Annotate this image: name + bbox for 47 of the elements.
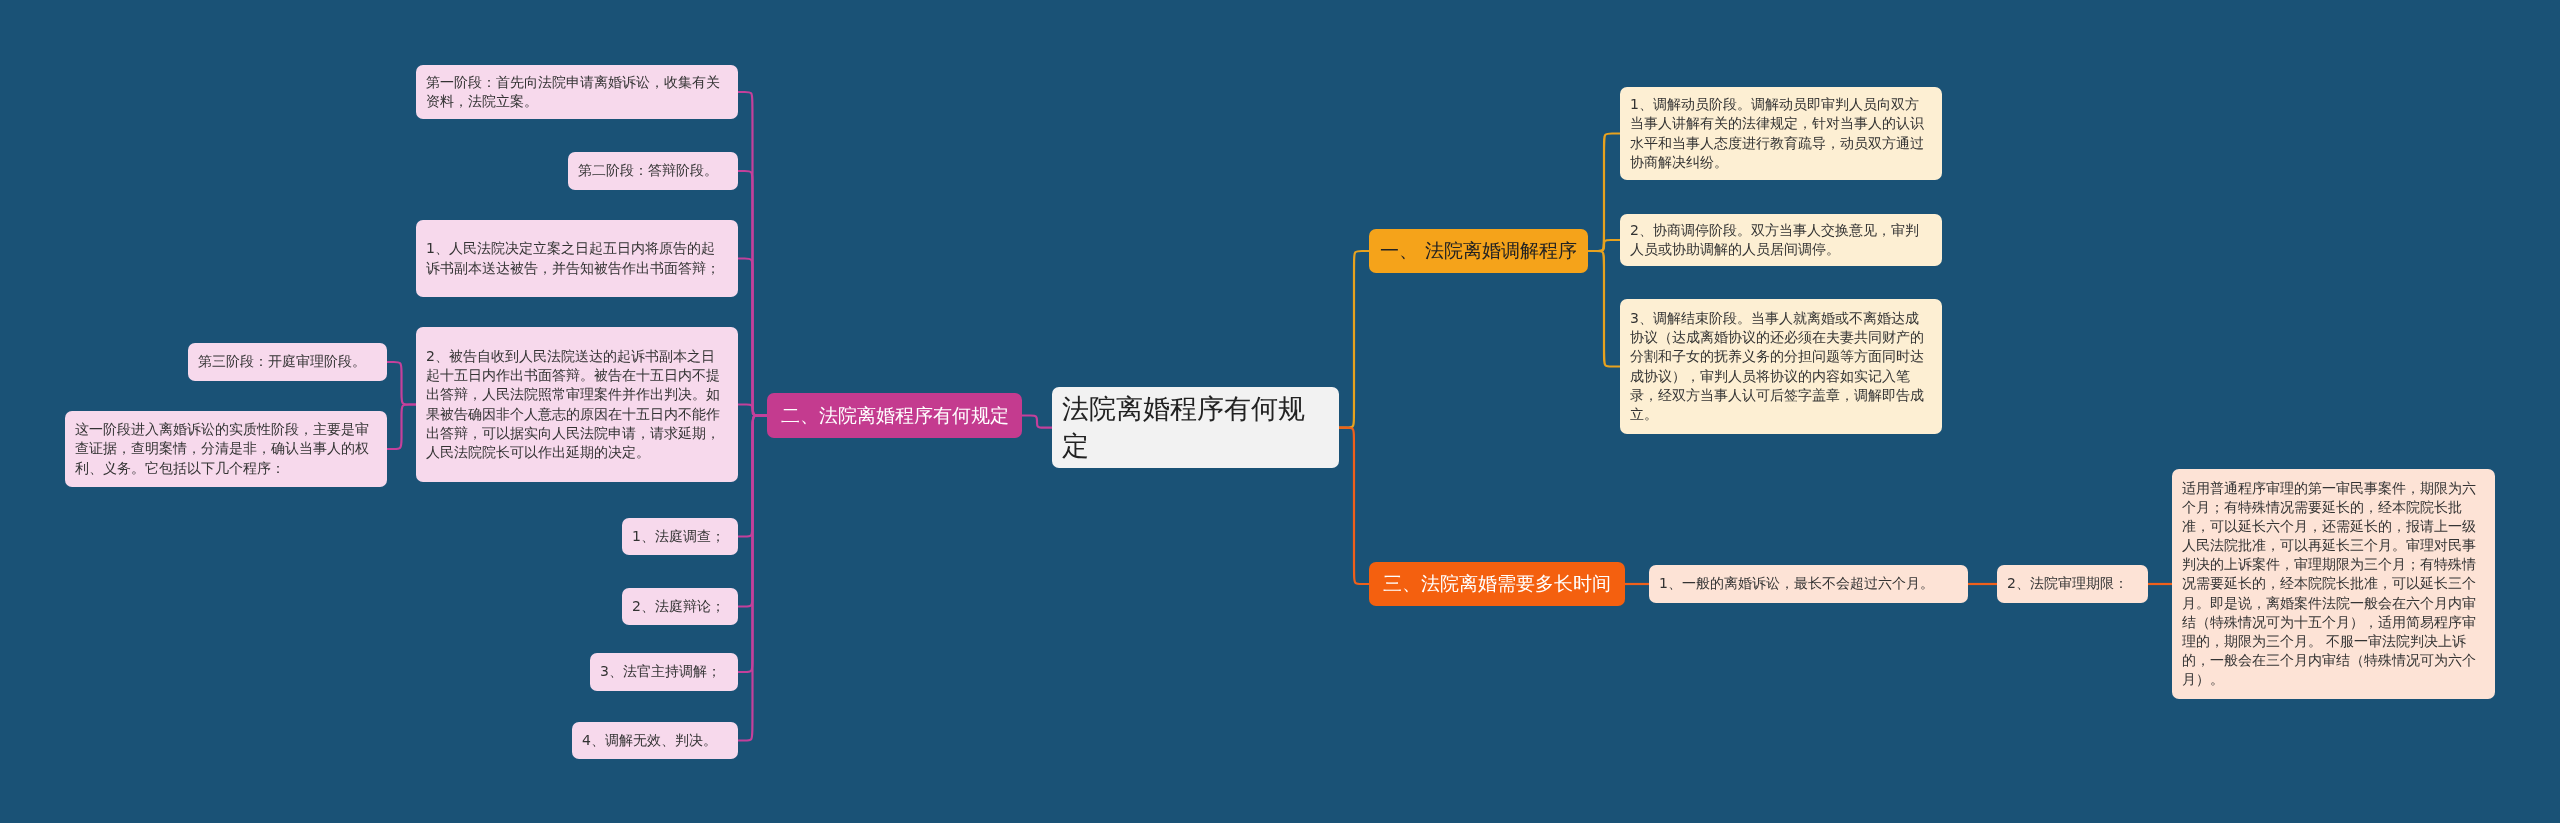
central-topic [1052, 387, 1339, 469]
topic-text: 1、人民法院决定立案之日起五日内将原告的起诉书副本送达被告，并告知被告作出书面答辩； [426, 239, 721, 278]
branch-topic [1369, 562, 1625, 606]
subtopic-card [188, 343, 387, 381]
topic-text: 第二阶段：答辩阶段。 [578, 161, 718, 181]
connector-line [2148, 582, 2172, 586]
topic-text: 适用普通程序审理的第一审民事案件，期限为六个月；有特殊情况需要延长的，经本院院长批准，可以延长六个月，还需延长的，报请上一级人民法院批准，可以再延长三个月。审理对民事判决的上诉案件，审理期限为三个月；有特殊情况需要延长的，经本院院长批准，可以延长三个月。即是说，离婚案件法院一般会在六个月内审结（特殊情况可为十五个月），适用简易程序审理的，期限为三个月。 不服一审法院判决上诉的，一般会在三个月内审结（特殊情况可为六个月）。 [2182, 479, 2477, 689]
topic-text: 1、一般的离婚诉讼，最长不会超过六个月。 [1659, 574, 1934, 594]
connector-line [386, 403, 417, 451]
subtopic-card [622, 588, 738, 625]
topic-text: 2、法庭辩论； [632, 597, 725, 616]
subtopic-card [1620, 299, 1942, 434]
connector-line [1588, 249, 1620, 368]
subtopic-card [1997, 565, 2148, 603]
topic-text: 这一阶段进入离婚诉讼的实质性阶段，主要是审查证据，查明案情，分清是非，确认当事人的权利、义务。它包括以下几个程序： [75, 420, 370, 478]
topic-text: 4、调解无效、判决。 [582, 731, 717, 750]
subtopic-card [416, 327, 738, 482]
subtopic-card [572, 722, 738, 759]
connector-line [1339, 426, 1369, 586]
connector-line [1968, 582, 1997, 586]
topic-text: 第三阶段：开庭审理阶段。 [198, 352, 366, 372]
branch-topic [1369, 229, 1588, 273]
topic-text: 一、 法院离婚调解程序 [1380, 238, 1577, 264]
subtopic-card [590, 653, 738, 691]
subtopic-card [65, 411, 387, 487]
topic-text: 三、法院离婚需要多长时间 [1383, 571, 1611, 597]
topic-text: 法院离婚程序有何规定 [1062, 392, 1306, 463]
subtopic-card [416, 220, 738, 297]
connector-line [1022, 414, 1052, 429]
connector-line [1625, 582, 1649, 586]
topic-text: 3、法官主持调解； [600, 662, 721, 682]
topic-text: 2、法院审理期限： [2007, 574, 2128, 594]
topic-text: 3、调解结束阶段。当事人就离婚或不离婚达成协议（达成离婚协议的还必须在夫妻共同财产的分割和子女的抚养义务的分担问题等方面同时达成协议），审判人员将协议的内容如实记入笔录，经双方当事人认可后签字盖章，调解即告成立。 [1630, 309, 1925, 424]
subtopic-card [1649, 565, 1968, 603]
subtopic-card [416, 65, 738, 119]
subtopic-card [2172, 469, 2495, 699]
subtopic-card [568, 152, 738, 190]
topic-text: 1、法庭调查； [632, 527, 725, 546]
topic-text: 二、法院离婚程序有何规定 [780, 402, 1009, 428]
topic-text: 2、被告自收到人民法院送达的起诉书副本之日起十五日内作出书面答辩。被告在十五日内不提出答辩，人民法院照常审理案件并作出判决。如果被告确因非个人意志的原因在十五日内不能作出答辩，可以据实向人民法院申请，请求延期，人民法院院长可以作出延期的决定。 [426, 347, 721, 462]
branch-topic [767, 393, 1022, 438]
subtopic-card [1620, 214, 1942, 266]
topic-text: 1、调解动员阶段。调解动员即审判人员向双方当事人讲解有关的法律规定，针对当事人的认识水平和当事人态度进行教育疏导，动员双方通过协商解决纠纷。 [1630, 95, 1925, 172]
topic-text: 第一阶段：首先向法院申请离婚诉讼，收集有关资料，法院立案。 [426, 72, 721, 111]
subtopic-card [622, 518, 738, 555]
subtopic-card [1620, 87, 1942, 180]
topic-text: 2、协商调停阶段。双方当事人交换意见，审判人员或协助调解的人员居间调停。 [1630, 220, 1920, 259]
